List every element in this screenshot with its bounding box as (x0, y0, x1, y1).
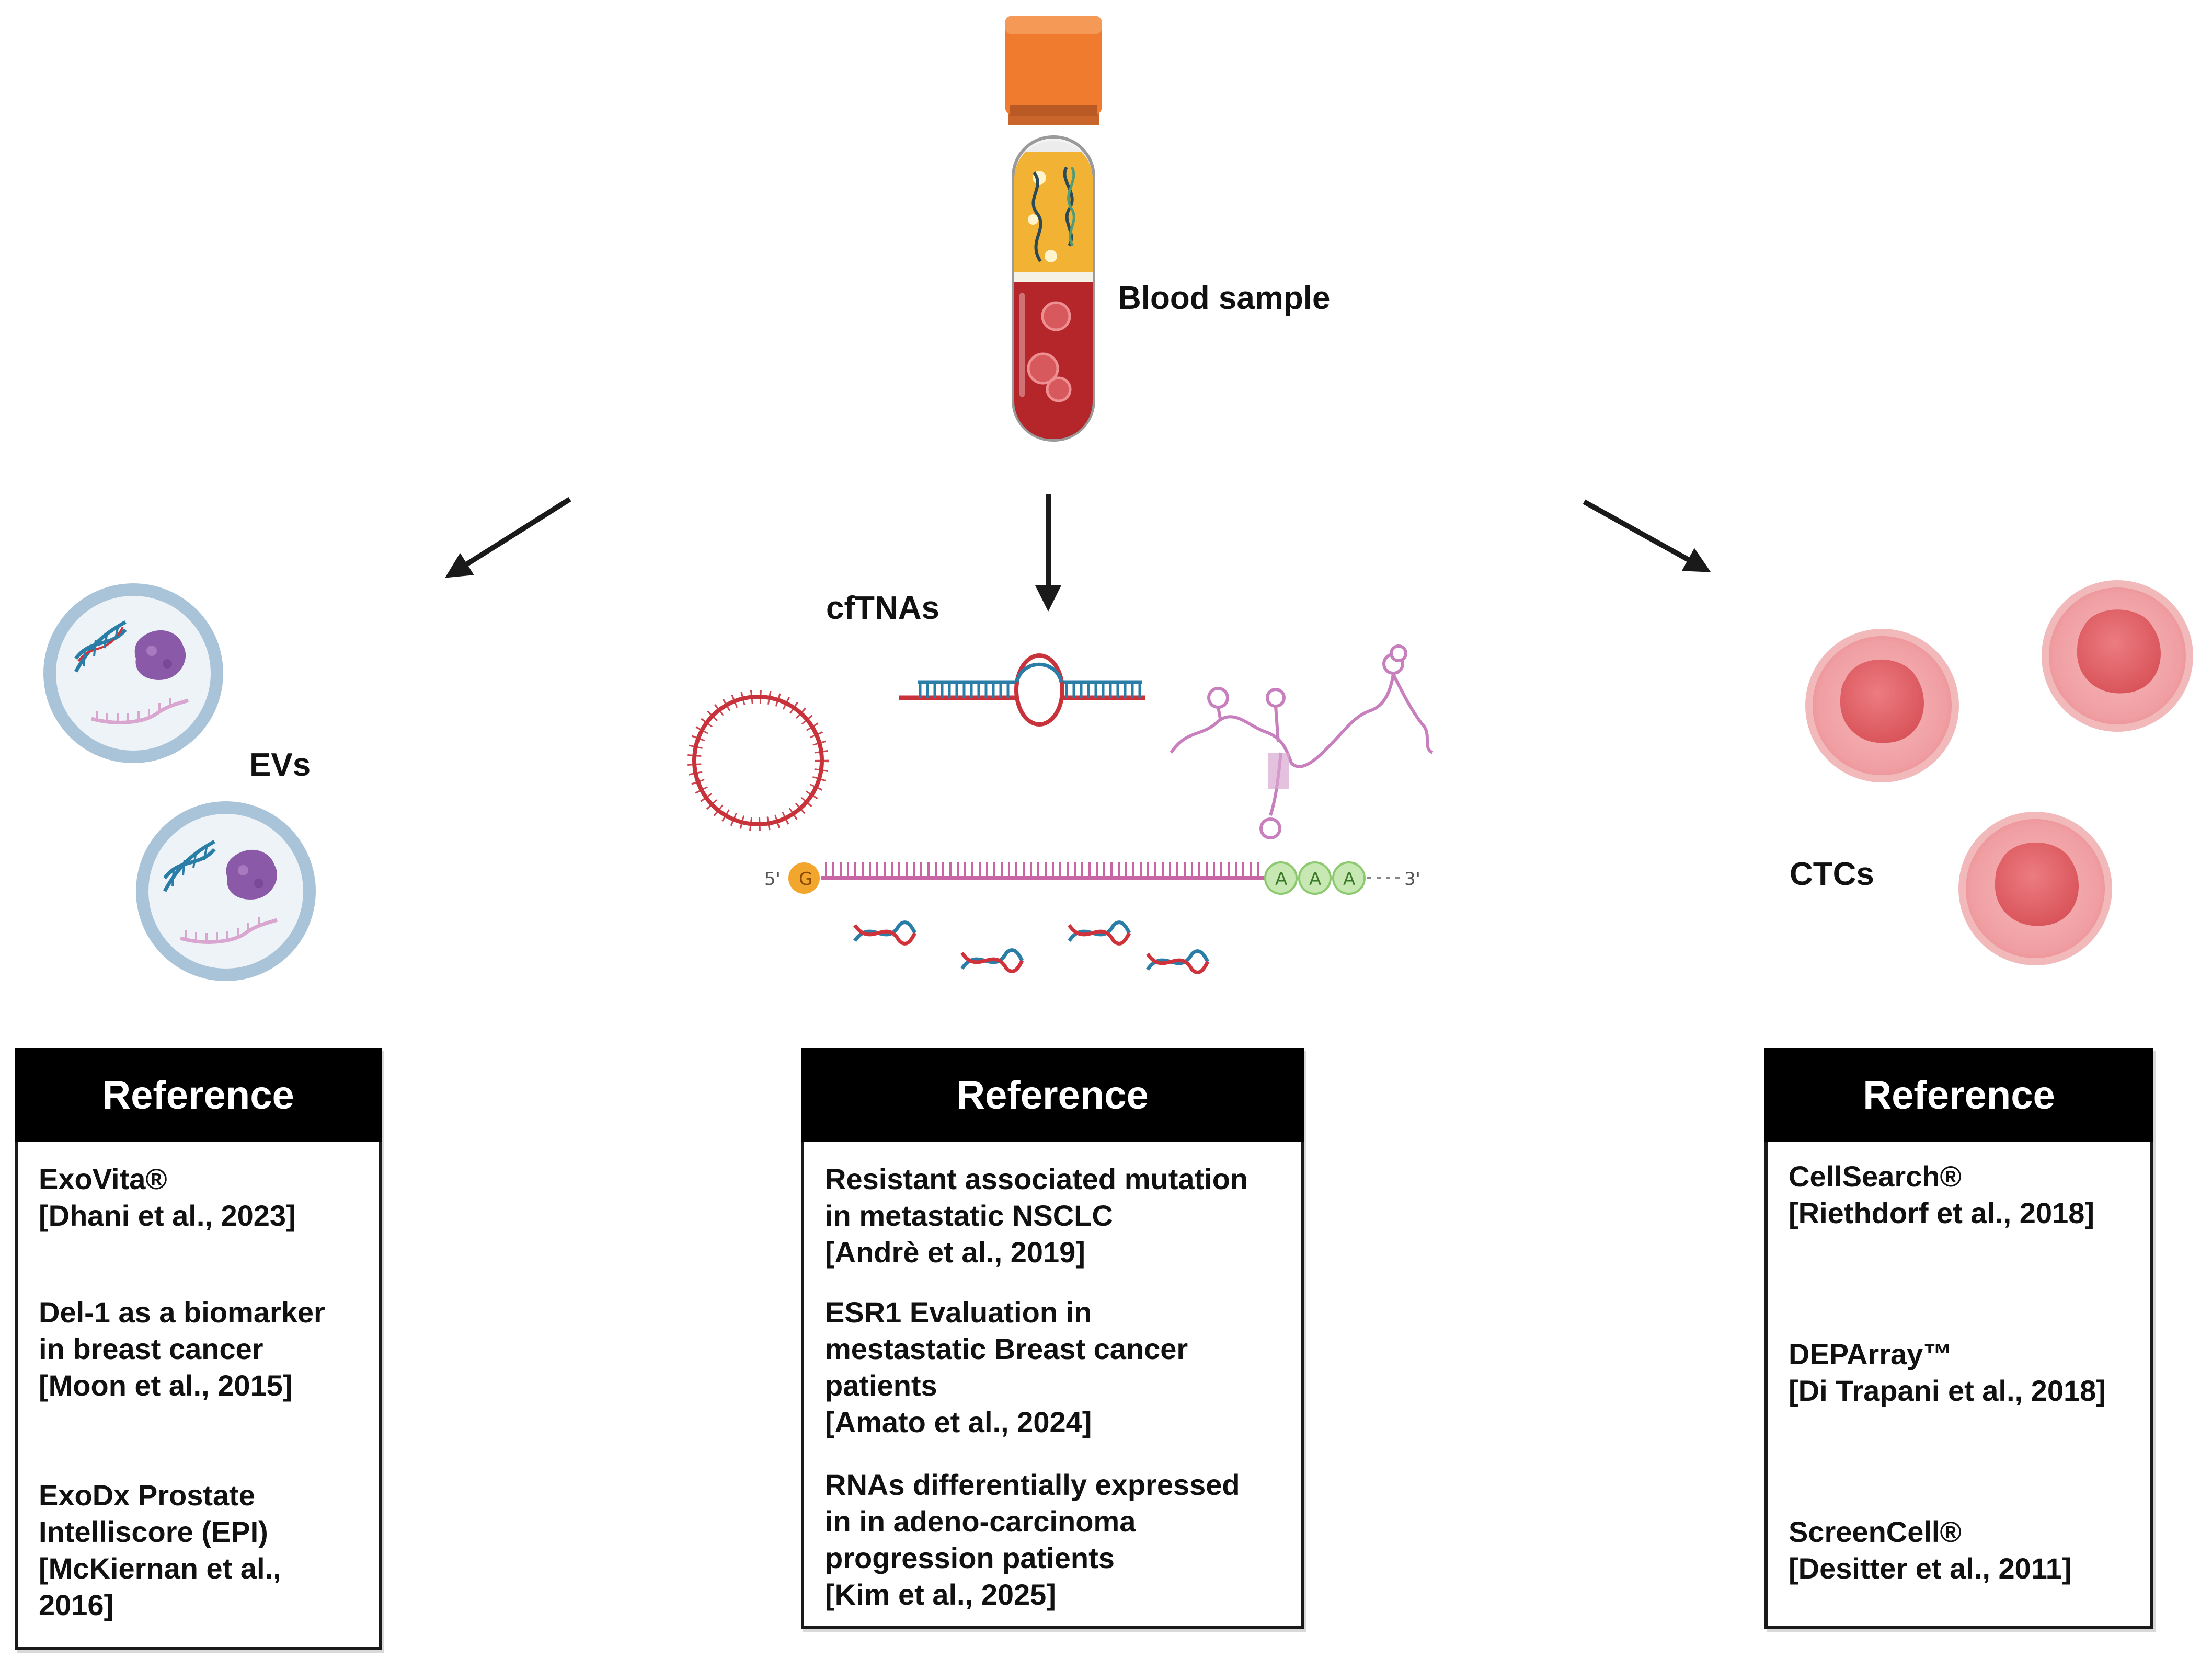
circulating-tumor-cell-icon (1958, 812, 2112, 965)
reference-entry: DEPArray™ [Di Trapani et al., 2018] (1789, 1338, 2106, 1407)
dna-fragments-icon (853, 920, 1210, 974)
reference-entry: ExoVita® [Dhani et al., 2023] (39, 1162, 296, 1232)
mrna-tail-letter: A (1343, 869, 1356, 890)
reference-entry: ScreenCell® [Desitter et al., 2011] (1789, 1515, 2072, 1585)
reference-header: Reference (15, 1048, 382, 1142)
arrow-to-ctcs (1583, 499, 1711, 572)
circulating-tumor-cell-icon (1805, 629, 1959, 782)
reference-entry: RNAs differentially expressed in in aden… (825, 1468, 1240, 1611)
blood-sample-label: Blood sample (1118, 280, 1331, 316)
reference-entry: ESR1 Evaluation in mestastatic Breast ca… (825, 1296, 1188, 1438)
circulating-tumor-cell-icon (2042, 580, 2193, 732)
mrna-cap-letter: G (799, 869, 813, 890)
circular-rna-icon (687, 690, 829, 831)
ctcs-label: CTCs (1790, 856, 1874, 892)
reference-header: Reference (801, 1048, 1304, 1142)
reference-entry: ExoDx Prostate Intelliscore (EPI) [McKie… (39, 1479, 281, 1621)
blood-tube-icon (1005, 16, 1102, 442)
extracellular-vesicle-icon (43, 583, 223, 763)
reference-entry: CellSearch® [Riethdorf et al., 2018] (1789, 1160, 2095, 1229)
reference-entry: Del-1 as a biomarker in breast cancer [M… (39, 1296, 325, 1402)
mrna-icon (788, 861, 1401, 895)
mrna-tail-letter: A (1275, 869, 1288, 890)
evs-label: EVs (249, 747, 311, 783)
extracellular-vesicle-icon (136, 801, 316, 981)
reference-header: Reference (1764, 1048, 2153, 1142)
reference-entry: Resistant associated mutation in metasta… (825, 1162, 1248, 1269)
branched-rna-icon (1170, 644, 1434, 839)
mrna-five-prime-label: 5' (764, 869, 781, 890)
reference-box-evs: Reference ExoVita® [Dhani et al., 2023] … (15, 1048, 382, 1650)
mrna-tail-letter: A (1309, 869, 1322, 890)
hairpin-rna-icon (899, 653, 1145, 727)
mrna-three-prime-label: 3' (1404, 869, 1420, 890)
arrow-to-evs (445, 497, 571, 578)
cftnas-label: cfTNAs (826, 590, 940, 626)
reference-box-ctcs: Reference CellSearch® [Riethdorf et al.,… (1764, 1048, 2153, 1629)
reference-box-cftnas: Reference Resistant associated mutation … (801, 1048, 1304, 1629)
